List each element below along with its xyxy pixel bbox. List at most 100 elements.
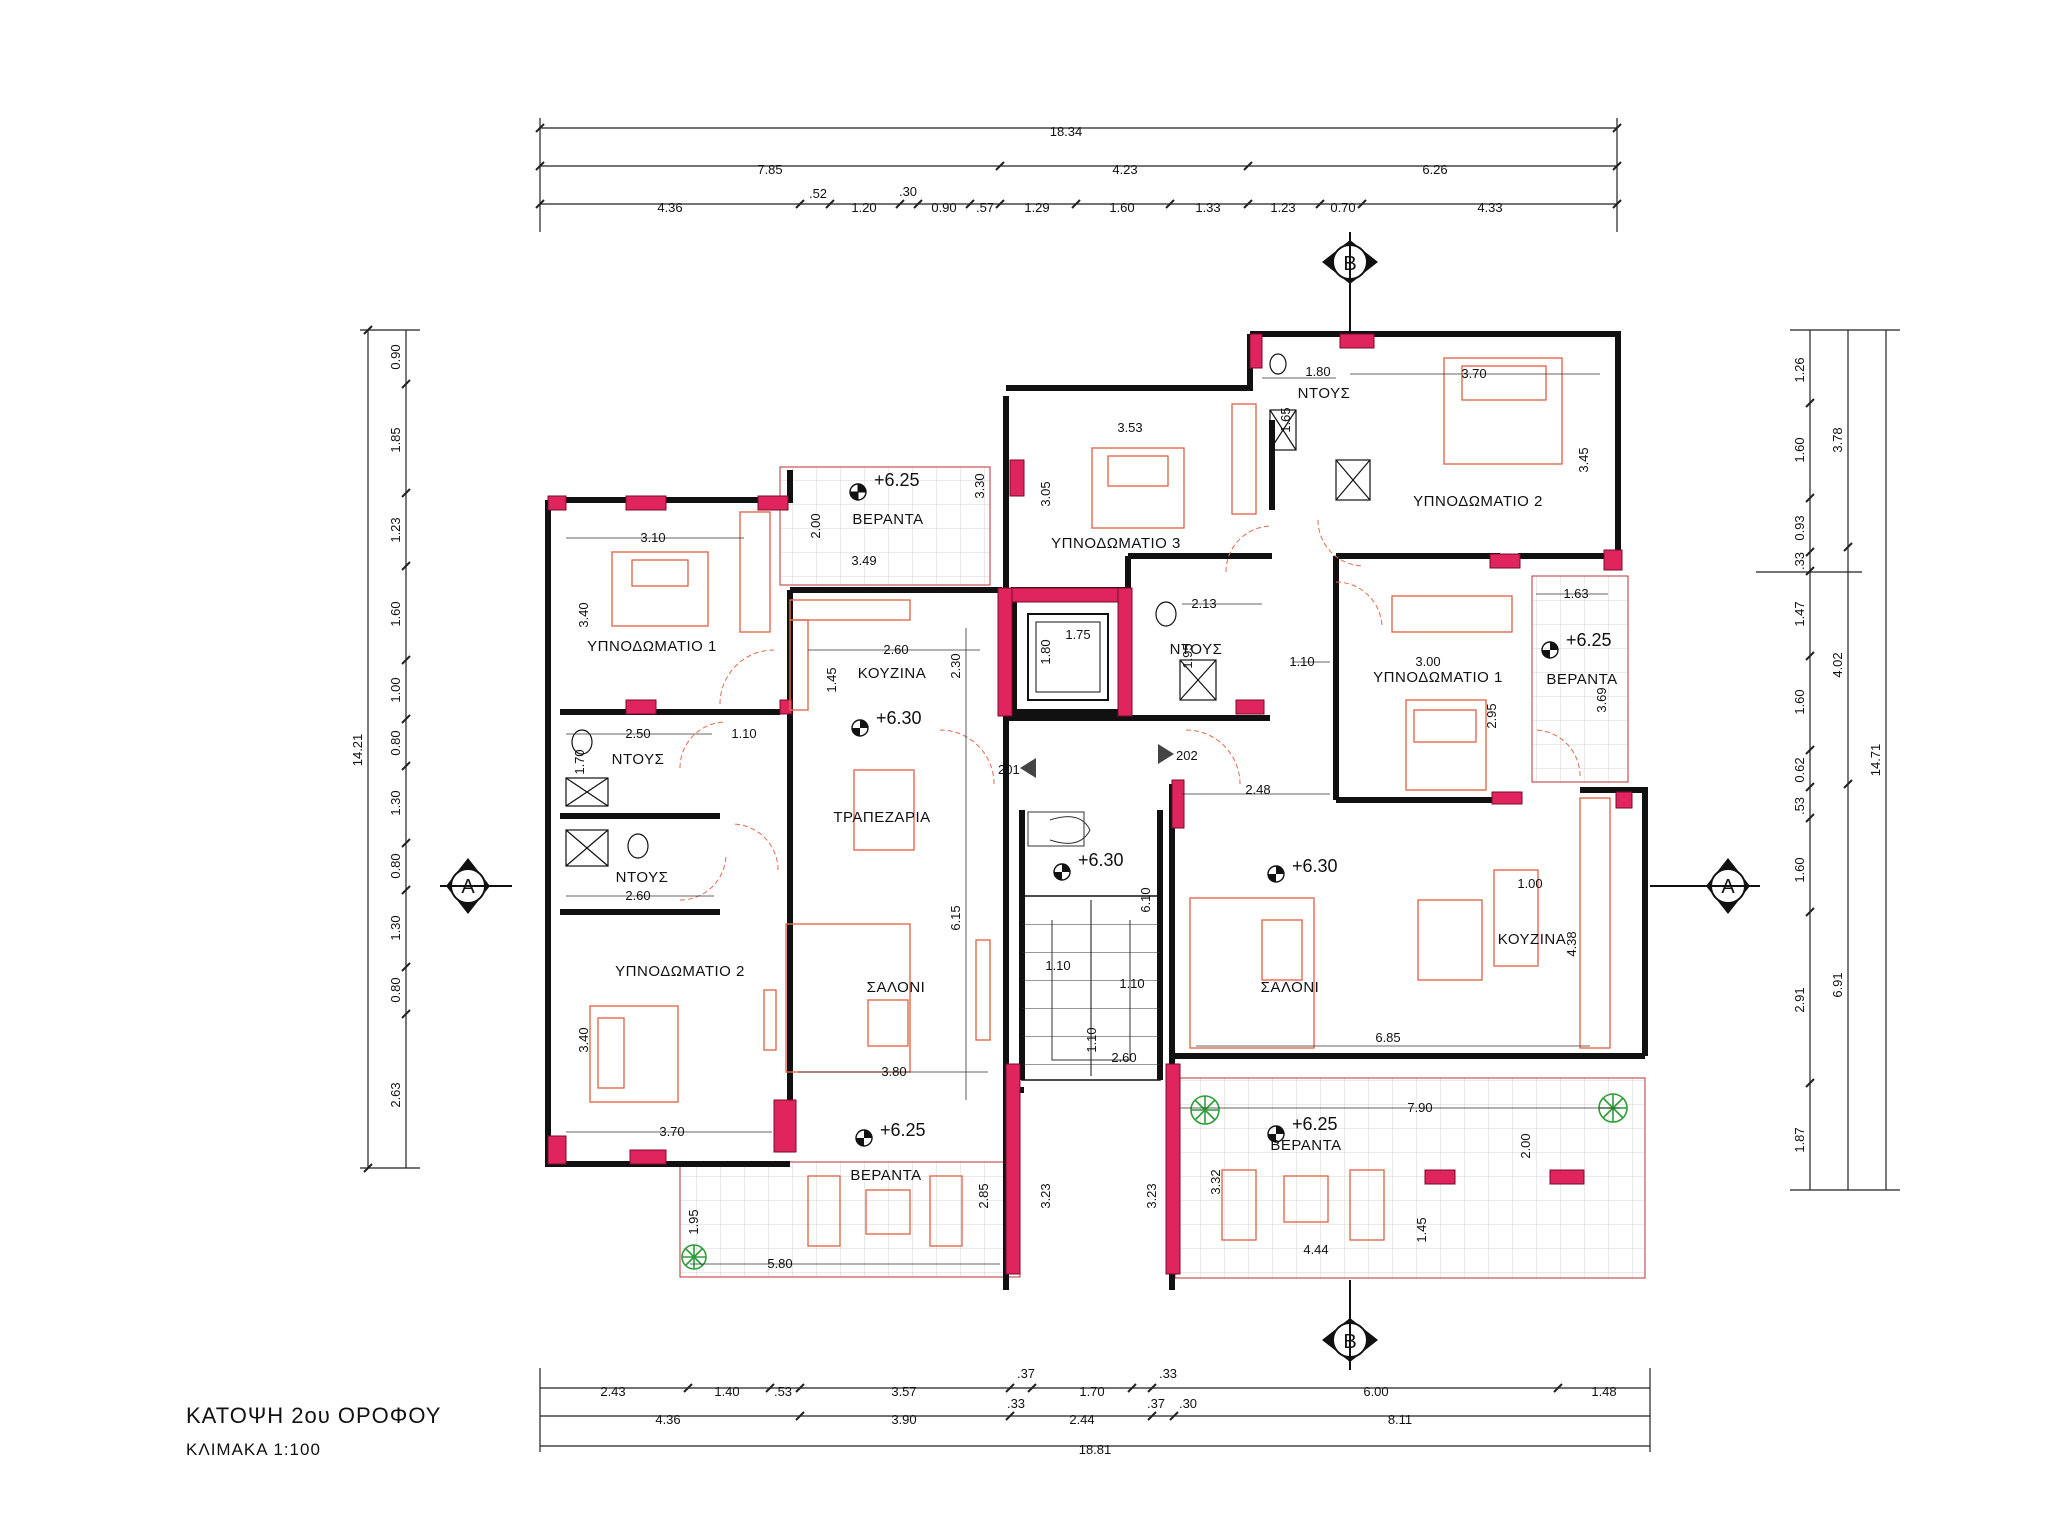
dim-label: 1.80	[1305, 364, 1330, 379]
dim-label: 3.90	[891, 1412, 916, 1427]
room-label: ΤΡΑΠΕΖΑΡΙΑ	[833, 809, 930, 826]
section-b-top-icon	[1322, 232, 1378, 334]
dim-label: .37	[1147, 1396, 1165, 1411]
dim-label: 0.80	[388, 977, 403, 1002]
staircase	[1021, 811, 1161, 1081]
room-label: ΒΕΡΑΝΤΑ	[852, 511, 923, 528]
section-a-left-icon	[440, 858, 512, 914]
dim-label: 6.85	[1375, 1030, 1400, 1045]
dim-label: 7.90	[1407, 1100, 1432, 1115]
dim-label: 7.85	[757, 162, 782, 177]
dim-label: 2.50	[625, 726, 650, 741]
room-label: ΣΑΛΟΝΙ	[1261, 979, 1320, 996]
dim-label: .30	[1179, 1396, 1197, 1411]
apartment-markers: 201 202	[998, 744, 1198, 778]
level-marker-icon	[1267, 865, 1285, 883]
dim-label: 1.60	[1792, 857, 1807, 882]
room-label: ΝΤΟΥΣ	[612, 751, 665, 768]
entry-arrow-icon	[1020, 758, 1036, 778]
room-label: ΝΤΟΥΣ	[1298, 385, 1351, 402]
dim-label: 1.95	[1180, 643, 1195, 668]
dim-label: 0.90	[931, 200, 956, 215]
dim-label: 2.48	[1245, 782, 1270, 797]
bottom-dimensions	[539, 1368, 1651, 1452]
dim-label: 4.38	[1564, 931, 1579, 956]
dim-label: 0.62	[1792, 757, 1807, 782]
dim-label: 0.80	[388, 853, 403, 878]
level-text: +6.30	[876, 708, 922, 728]
dim-label: 4.36	[655, 1412, 680, 1427]
level-text: +6.25	[880, 1120, 926, 1140]
dim-label: 3.80	[881, 1064, 906, 1079]
dim-label: 1.65	[1278, 407, 1293, 432]
dim-label: 1.20	[851, 200, 876, 215]
entry-arrow-icon	[1158, 744, 1174, 764]
room-label: ΝΤΟΥΣ	[616, 869, 669, 886]
structural-columns	[547, 333, 1633, 1275]
dim-label: 2.60	[883, 642, 908, 657]
dim-label: 2.00	[1518, 1133, 1533, 1158]
elevator	[1027, 613, 1109, 701]
dim-label: 2.60	[1111, 1050, 1136, 1065]
dim-bottom-overall: 18.81	[1079, 1442, 1112, 1457]
dim-label: .33	[1792, 552, 1807, 570]
furniture	[589, 357, 1611, 1247]
dim-label: 2.43	[600, 1384, 625, 1399]
dim-label: 1.10	[1084, 1027, 1099, 1052]
dim-label: 2.63	[388, 1082, 403, 1107]
dim-label: 1.85	[388, 427, 403, 452]
dim-label: 3.40	[576, 1027, 591, 1052]
dim-label: 1.95	[686, 1209, 701, 1234]
section-a-right-icon	[1650, 858, 1760, 914]
level-marker-icon	[849, 483, 867, 501]
dim-label: 4.44	[1303, 1242, 1328, 1257]
bottom-dimension-labels: 2.43 1.40 .53 3.57 .37 1.70 .33 6.00 1.4…	[600, 1366, 1616, 1457]
level-text: +6.30	[1292, 856, 1338, 876]
dim-label: 1.45	[824, 667, 839, 692]
level-marker-icon	[1053, 863, 1071, 881]
veranda-tiles	[679, 466, 1646, 1279]
dim-label: 6.26	[1422, 162, 1447, 177]
level-marker-icon	[855, 1129, 873, 1147]
level-marker-icon	[1541, 641, 1559, 659]
room-label: ΥΠΝΟΔΩΜΑΤΙΟ 1	[1373, 669, 1503, 686]
dim-label: 2.13	[1191, 596, 1216, 611]
dim-label: 1.70	[572, 749, 587, 774]
dim-label: 0.93	[1792, 515, 1807, 540]
dim-label: 1.87	[1792, 1127, 1807, 1152]
level-marker-icon	[1267, 1125, 1285, 1143]
dim-label: 0.80	[388, 730, 403, 755]
section-marker-labels: A A B B	[461, 253, 1735, 1353]
dim-label: 1.23	[388, 517, 403, 542]
dim-label: 3.05	[1038, 481, 1053, 506]
veranda-bottom-left	[679, 1161, 1021, 1278]
dim-label: 1.63	[1563, 586, 1588, 601]
dim-label: 1.26	[1792, 357, 1807, 382]
dim-label: 1.48	[1591, 1384, 1616, 1399]
dim-label: 2.00	[808, 513, 823, 538]
dim-label: 3.70	[659, 1124, 684, 1139]
dim-label: 6.10	[1138, 887, 1153, 912]
dim-right-overall: 14.71	[1868, 744, 1883, 777]
right-dimension-labels: 14.71 3.78 4.02 6.91 1.26 1.60 0.93 .33 …	[1792, 357, 1883, 1152]
dim-label: 1.23	[1270, 200, 1295, 215]
dim-label: 3.23	[1038, 1183, 1053, 1208]
dim-label: 0.90	[388, 344, 403, 369]
dim-label: 3.40	[576, 602, 591, 627]
top-dimensions	[535, 118, 1622, 232]
room-label: ΣΑΛΟΝΙ	[867, 979, 926, 996]
dim-top-overall: 18.34	[1050, 124, 1083, 139]
plant-icon	[1190, 1095, 1220, 1125]
interior-dimension-labels: 3.10 3.40 2.50 1.10 1.70 2.60 3.40 3.70 …	[572, 364, 1609, 1271]
level-text: +6.25	[874, 470, 920, 490]
dim-label: .53	[774, 1384, 792, 1399]
room-labels: ΥΠΝΟΔΩΜΑΤΙΟ 1 ΝΤΟΥΣ ΝΤΟΥΣ ΥΠΝΟΔΩΜΑΤΙΟ 2 …	[587, 385, 1617, 1184]
dim-label: 1.10	[1045, 958, 1070, 973]
room-label: ΒΕΡΑΝΤΑ	[850, 1167, 921, 1184]
section-label: B	[1343, 1331, 1356, 1353]
dim-label: 4.23	[1112, 162, 1137, 177]
dim-label: 1.00	[388, 677, 403, 702]
dim-label: 3.00	[1415, 654, 1440, 669]
plan-scale: ΚΛΙΜΑΚΑ 1:100	[186, 1440, 321, 1459]
